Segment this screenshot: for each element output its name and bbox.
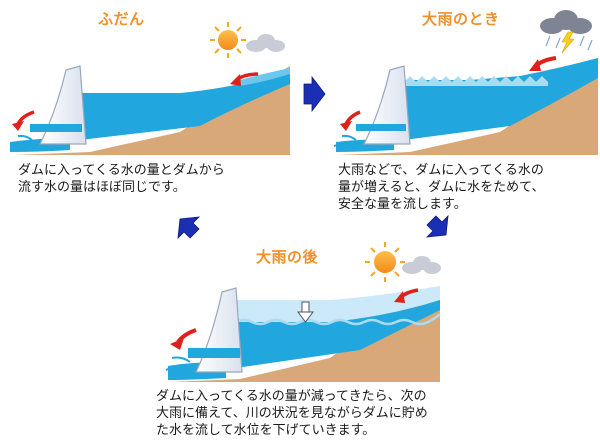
outflow-spray xyxy=(9,134,33,147)
cycle-arrow-down-left xyxy=(425,214,449,238)
outflow-spray xyxy=(333,134,357,147)
caption-line: 量が増えると、ダムに水をためて、 xyxy=(338,180,545,195)
panel-heavy-rain xyxy=(333,10,598,155)
previous-water-level xyxy=(236,286,440,322)
panel-heavy-rain-caption: 大雨などで、ダムに入ってくる水の 量が増えると、ダムに水をためて、 安全な量を流… xyxy=(338,162,544,213)
cloud-icon xyxy=(246,34,285,52)
spillway-pipe xyxy=(30,124,82,132)
down-arrow-icon xyxy=(297,301,314,323)
caption-line: ダムに入ってくる水の量が減ってきたら、次の xyxy=(156,389,427,404)
caption-line: ダムに入ってくる水の量とダムから xyxy=(18,163,225,178)
ground xyxy=(14,66,290,155)
rain-lines xyxy=(545,35,593,51)
panel-heavy-rain-title: 大雨のとき xyxy=(422,10,500,28)
outflow-arrow-head xyxy=(170,338,184,350)
panel-after-rain-caption: ダムに入ってくる水の量が減ってきたら、次の 大雨に備えて、川の状況を見ながらダム… xyxy=(156,388,428,439)
water-surface-wave xyxy=(235,313,441,326)
panel-normal-caption: ダムに入ってくる水の量とダムから 流す水の量はほぼ同じです。 xyxy=(18,162,225,196)
sun-icon xyxy=(210,22,246,58)
panel-after-rain-title: 大雨の後 xyxy=(256,248,319,266)
dam-body xyxy=(195,287,243,373)
reservoir-water xyxy=(404,58,598,140)
spillway-pipe xyxy=(188,348,240,358)
lightning-icon xyxy=(561,31,575,54)
wave-crest xyxy=(404,76,548,86)
outflow-spray xyxy=(165,356,191,371)
cycle-arrow-up-left xyxy=(177,216,201,240)
caption-line: 大雨に備えて、川の状況を見ながらダムに貯め xyxy=(156,406,428,421)
sun-icon xyxy=(365,242,405,282)
dam-body xyxy=(39,65,87,145)
outflow-arrow-head xyxy=(340,121,352,131)
panel-normal-title: ふだん xyxy=(98,10,145,28)
dam-body xyxy=(363,65,411,145)
inflow-arrow-head xyxy=(394,291,405,303)
cloud-icon xyxy=(402,256,441,274)
cycle-arrow-right xyxy=(303,75,326,113)
inflow-arrow-head xyxy=(529,59,541,71)
reservoir-water xyxy=(80,70,290,140)
caption-line: 流す水の量はほぼ同じです。 xyxy=(18,180,186,195)
caption-line: 安全な量を流します。 xyxy=(338,197,467,212)
caption-line: 大雨などで、ダムに入ってくる水の xyxy=(338,163,544,178)
inflow-arrow-head xyxy=(230,74,241,86)
thunder-cloud-icon xyxy=(540,10,592,34)
caption-line: た水を流して水位を下げていきます。 xyxy=(156,423,376,438)
panel-normal xyxy=(9,22,290,155)
panel-after-rain xyxy=(165,242,441,382)
spillway-pipe xyxy=(356,124,406,131)
reservoir-water xyxy=(236,300,440,368)
outflow-arrow-head xyxy=(12,121,24,131)
ground xyxy=(170,290,440,382)
ground xyxy=(338,68,598,155)
inflow-water xyxy=(240,68,290,86)
